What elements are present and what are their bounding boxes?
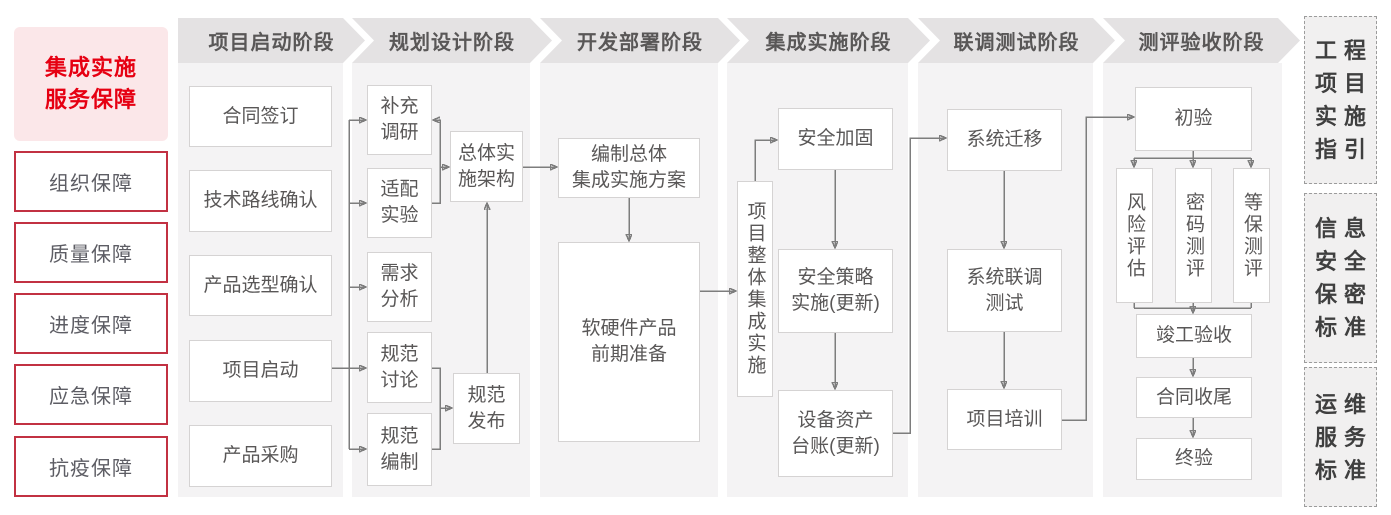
panel-info-security-standards: 信息 安全 保密 标准: [1304, 193, 1377, 363]
node-spec-discussion: 规范 讨论: [367, 332, 432, 403]
sidebar-item-quality-guarantee: 质量保障: [14, 222, 168, 283]
node-asset-ledger-update: 设备资产 台账(更新): [778, 390, 893, 477]
node-overall-implementation-architecture: 总体实 施架构: [450, 131, 523, 202]
node-supplementary-research: 补充 调研: [367, 85, 432, 155]
node-tech-route-confirm: 技术路线确认: [189, 170, 332, 232]
node-requirement-analysis: 需求 分析: [367, 252, 432, 322]
node-final-acceptance: 终验: [1136, 438, 1252, 480]
stage-header-joint-testing: 联调测试阶段: [918, 18, 1115, 63]
node-classified-protection-evaluation: 等保测评: [1233, 168, 1270, 303]
node-contract-signing: 合同签订: [189, 86, 332, 147]
node-completion-acceptance: 竣工验收: [1136, 314, 1252, 358]
node-overall-integration-plan: 编制总体 集成实施方案: [558, 138, 700, 198]
node-risk-assessment: 风险评估: [1116, 168, 1153, 303]
sidebar-item-schedule-guarantee: 进度保障: [14, 293, 168, 354]
node-crypto-evaluation: 密码测评: [1175, 168, 1212, 303]
stage-header-evaluation-acceptance: 测评验收阶段: [1103, 18, 1300, 63]
node-product-procurement: 产品采购: [189, 425, 332, 487]
stage-header-project-initiation: 项目启动阶段: [178, 18, 365, 63]
stage-header-integration-implementation: 集成实施阶段: [727, 18, 930, 63]
node-project-kickoff: 项目启动: [189, 340, 332, 402]
panel-om-service-standards: 运维 服务 标准: [1304, 367, 1377, 507]
stage-header-planning-design: 规划设计阶段: [352, 18, 552, 63]
sidebar-item-organization-guarantee: 组织保障: [14, 151, 168, 212]
panel-project-implementation-guide: 工程 项目 实施 指引: [1304, 16, 1377, 184]
sidebar-item-anti-epidemic-guarantee: 抗疫保障: [14, 436, 168, 497]
node-hw-sw-preparation: 软硬件产品 前期准备: [558, 242, 700, 442]
node-system-joint-testing: 系统联调 测试: [947, 249, 1062, 332]
node-system-migration: 系统迁移: [947, 109, 1062, 171]
node-project-overall-integration: 项目整体集成实施: [737, 181, 773, 397]
node-adaptation-test: 适配 实验: [367, 168, 432, 238]
node-security-policy-implementation: 安全策略 实施(更新): [778, 249, 893, 333]
stage-header-development-deployment: 开发部署阶段: [540, 18, 740, 63]
node-project-training: 项目培训: [947, 389, 1062, 450]
node-spec-drafting: 规范 编制: [367, 413, 432, 486]
sidebar-title: 集成实施 服务保障: [14, 27, 168, 141]
node-product-selection-confirm: 产品选型确认: [189, 255, 332, 316]
node-spec-release: 规范 发布: [453, 373, 520, 444]
node-initial-acceptance: 初验: [1135, 87, 1252, 151]
node-security-hardening: 安全加固: [778, 108, 893, 170]
sidebar-item-emergency-guarantee: 应急保障: [14, 364, 168, 425]
node-contract-closure: 合同收尾: [1136, 377, 1252, 418]
